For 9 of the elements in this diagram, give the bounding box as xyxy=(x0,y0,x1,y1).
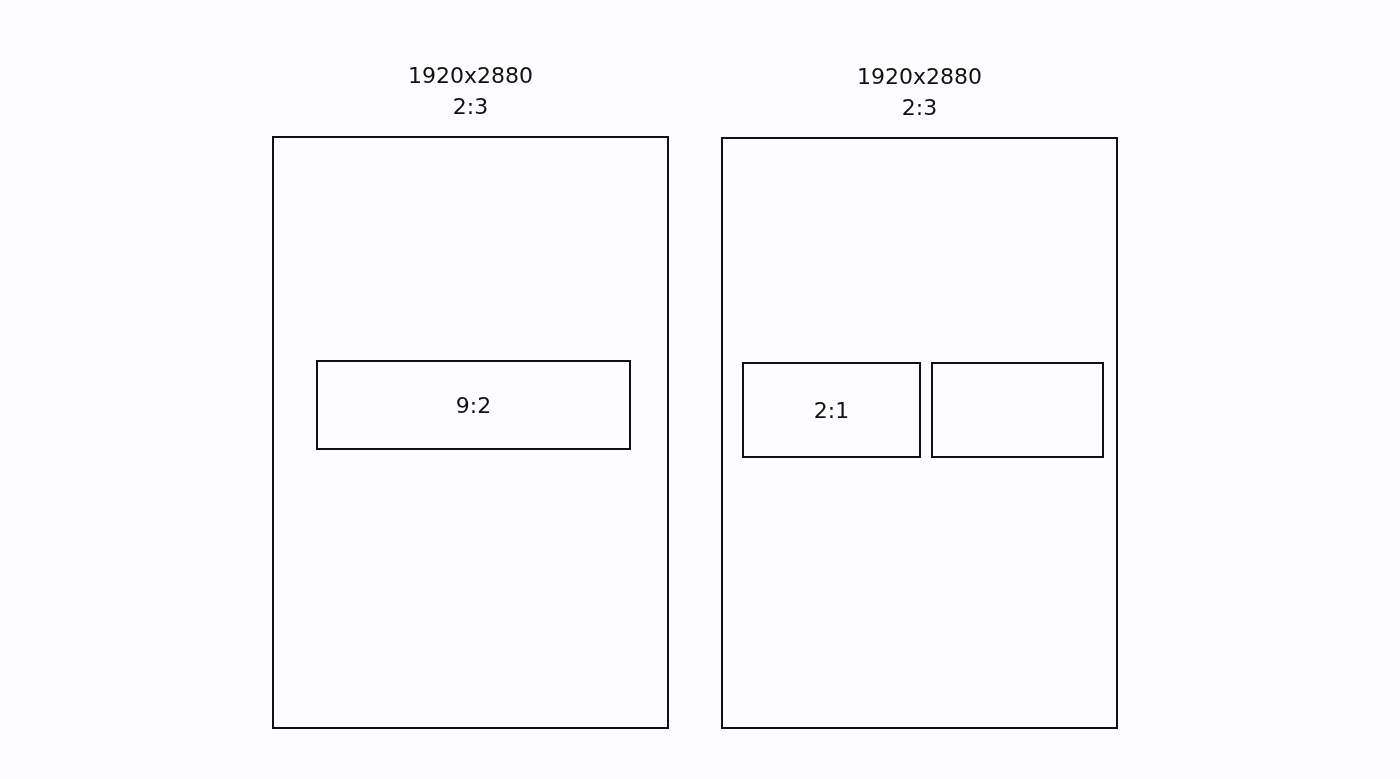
inner-box xyxy=(742,362,921,458)
ratio-label: 9:2 xyxy=(455,392,492,418)
size-label: 1920x2880 xyxy=(408,62,533,90)
ratio-label: 2:1 xyxy=(813,397,850,423)
inner-box xyxy=(316,360,631,450)
inner-box xyxy=(931,362,1104,458)
size-label: 2:3 xyxy=(901,94,938,122)
size-label: 1920x2880 xyxy=(857,63,982,91)
size-label: 2:3 xyxy=(452,93,489,121)
